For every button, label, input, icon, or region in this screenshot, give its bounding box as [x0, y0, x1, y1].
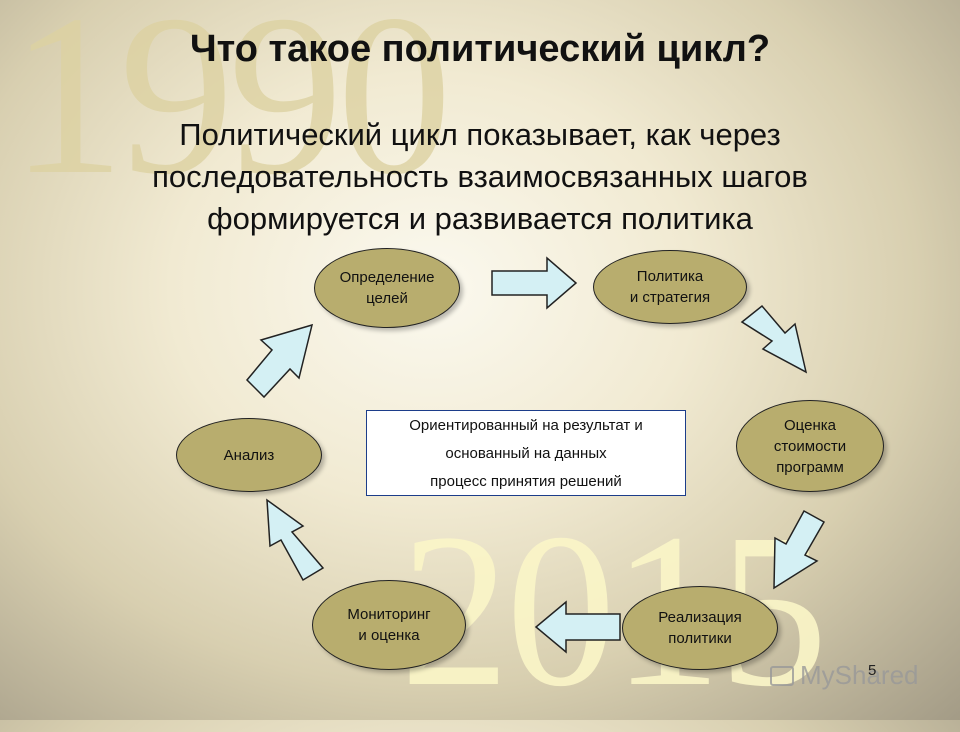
watermark-text: MyShared — [800, 660, 919, 690]
slide-title: Что такое политический цикл? — [189, 28, 771, 70]
node-policy-strategy: Политика и стратегия — [593, 250, 747, 324]
node-goal-definition-label: Определение целей — [339, 269, 435, 307]
node-monitoring-evaluation-label: Мониторинг и оценка — [347, 606, 431, 644]
background-year-1990: 1990 — [10, 0, 452, 222]
center-line-1: Ориентированный на результат и — [409, 417, 643, 434]
watermark: MyShared — [770, 660, 919, 691]
monitor-icon — [770, 665, 794, 686]
arrow-analysis-to-goals — [245, 323, 314, 399]
node-goal-definition: Определение целей — [314, 248, 460, 328]
arrow-goals-to-strategy — [491, 256, 578, 310]
arrow-costing-to-implementation — [773, 509, 826, 590]
center-description-box: Ориентированный на результат и основанны… — [366, 410, 686, 496]
center-line-2: основанный на данных — [445, 445, 607, 462]
page-number: 5 — [868, 662, 877, 679]
arrow-implementation-to-monitoring — [534, 600, 621, 654]
slide-subtitle: Политический цикл показывает, как через … — [152, 117, 808, 236]
node-policy-implementation: Реализация политики — [622, 586, 778, 670]
center-line-3: процесс принятия решений — [430, 473, 622, 490]
node-policy-strategy-label: Политика и стратегия — [629, 268, 711, 306]
node-monitoring-evaluation: Мониторинг и оценка — [312, 580, 466, 670]
node-program-costing: Оценка стоимости программ — [736, 400, 884, 492]
arrow-strategy-to-costing — [740, 304, 808, 374]
node-analysis-label: Анализ — [223, 446, 275, 464]
node-program-costing-label: Оценка стоимости программ — [773, 416, 847, 476]
arrow-monitoring-to-analysis — [266, 498, 325, 582]
node-policy-implementation-label: Реализация политики — [658, 609, 742, 647]
node-analysis: Анализ — [176, 418, 322, 492]
